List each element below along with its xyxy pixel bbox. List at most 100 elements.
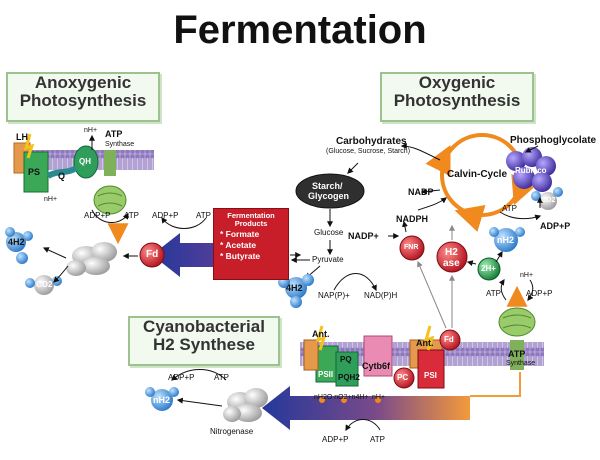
- section-oxygenic-line2: Photosynthesis: [393, 90, 521, 110]
- light-bolt-icon: [23, 133, 35, 159]
- label-ant-left: Ant.: [312, 329, 330, 339]
- label-ant-right: Ant.: [416, 338, 434, 348]
- section-oxygenic: Oxygenic Photosynthesis: [380, 72, 534, 122]
- label-adp-p-left2: ADP+P: [152, 211, 179, 220]
- label-napp: NAP(P)+: [318, 291, 350, 300]
- label-pc: PC: [397, 373, 409, 382]
- label-ps: PS: [28, 167, 41, 177]
- label-synthase-right: Synthase: [506, 360, 536, 367]
- label-water-equation: nH2O nO2+n4H+: [314, 394, 369, 401]
- fermentation-products-heading: Fermentation Products: [227, 211, 275, 229]
- label-4h2-left: 4H2: [8, 237, 25, 247]
- proton-2h-node: [477, 257, 501, 281]
- label-pyruvate: Pyruvate: [312, 255, 344, 264]
- label-4h2-middle: 4H2: [286, 283, 303, 293]
- label-nadp: NADP: [408, 187, 434, 197]
- label-adp-p-right: ADP+P: [526, 289, 553, 298]
- label-atp-right: ATP: [486, 289, 501, 298]
- fnr-node: [399, 235, 425, 261]
- label-nitrogenase: Nitrogenase: [210, 427, 254, 436]
- label-nh2-bottom: nH2: [153, 395, 171, 405]
- ps-protein: [23, 151, 49, 193]
- label-adp-p-bottom: ADP+P: [168, 373, 195, 382]
- label-qh: QH: [79, 157, 91, 166]
- atp-synthase-left-head: [93, 185, 127, 215]
- h2-cluster-bottom: [145, 387, 179, 411]
- electron-flow-arrow-bottom: [262, 386, 470, 430]
- fermentation-products-box: Fermentation Products * Formate * Acetat…: [213, 208, 289, 280]
- label-fd-left: Fd: [146, 249, 159, 260]
- product-formate: * Formate: [220, 228, 260, 239]
- label-q: Q: [58, 171, 66, 181]
- label-psi: PSI: [424, 371, 437, 380]
- label-atp-right-top: ATP: [502, 204, 517, 213]
- label-pq: PQ: [340, 355, 352, 364]
- label-glucose: Glucose: [314, 228, 344, 237]
- section-cyanobacterial-line2: H2 Synthese: [152, 334, 256, 354]
- label-glycogen: Glycogen: [308, 191, 350, 201]
- label-atp-bottom2: ATP: [370, 435, 385, 444]
- label-lh: LH: [16, 132, 28, 142]
- label-cytb6f: Cytb6f: [362, 361, 391, 371]
- label-co2-right: CO2: [541, 197, 556, 204]
- product-acetate: * Acetate: [220, 239, 257, 250]
- section-anoxygenic-line2: Photosynthesis: [19, 90, 147, 110]
- label-nh2-right: nH2: [497, 235, 515, 245]
- label-2h: 2H+: [481, 264, 496, 273]
- label-atp-left-product: ATP: [124, 211, 139, 220]
- label-h2ase-1: H2: [445, 247, 458, 258]
- h2ase-node: [436, 241, 468, 273]
- label-psii: PSII: [318, 370, 334, 379]
- starch-glycogen-node: [295, 173, 365, 209]
- cytb6f-complex: [363, 335, 393, 377]
- atp-synthase-left-stalk: [104, 150, 116, 176]
- label-h2ase-2: ase: [443, 258, 460, 269]
- label-pqh2: PQH2: [338, 373, 360, 382]
- label-nadph-pair: NAD(P)H: [364, 291, 398, 300]
- atp-synthase-right-stalk: [510, 340, 524, 370]
- label-calvin-cycle: Calvin-Cycle: [447, 169, 508, 180]
- section-oxygenic-line1: Oxygenic: [418, 73, 496, 92]
- label-carbohydrates-sub: (Glucose, Sucrose, Starch): [326, 148, 411, 155]
- label-atp-left: ATP: [105, 129, 123, 139]
- label-adp-p-left: ADP+P: [84, 211, 111, 220]
- fd-left: [139, 242, 165, 268]
- label-co2-left: CO2: [36, 280, 53, 289]
- product-butyrate: * Butyrate: [220, 251, 261, 262]
- label-fd-bottom: Fd: [444, 335, 454, 344]
- section-anoxygenic: Anoxygenic Photosynthesis: [6, 72, 160, 122]
- label-rubisco: Rubisco: [515, 166, 547, 175]
- label-atp-left2: ATP: [196, 211, 211, 220]
- label-starch: Starch/: [312, 181, 343, 191]
- hydrogenase-cluster-left: [66, 242, 117, 276]
- section-cyanobacterial: Cyanobacterial H2 Synthese: [128, 316, 280, 366]
- q-shuttle: [46, 165, 78, 179]
- section-anoxygenic-line1: Anoxygenic: [34, 73, 132, 92]
- label-fnr: FNR: [404, 244, 419, 251]
- label-atp-synthase-right: ATP: [508, 349, 526, 359]
- label-nh-right: nH+: [520, 272, 534, 279]
- qh-protein: [73, 145, 99, 179]
- label-nh-top-left: nH+: [84, 127, 98, 134]
- pc-node: [393, 367, 415, 389]
- section-cyanobacterial-line1: Cyanobacterial: [143, 317, 265, 336]
- label-nadph: NADPH: [396, 214, 429, 224]
- label-adp-p-bottom2: ADP+P: [322, 435, 349, 444]
- label-nh-bottom: nH+: [372, 394, 386, 401]
- fd-bottom: [439, 329, 461, 351]
- h2-cluster-right: [489, 227, 525, 252]
- label-carbohydrates: Carbohydrates: [336, 136, 407, 147]
- label-nh-bottom-left: nH+: [44, 196, 58, 203]
- h2-cluster-left: [5, 227, 33, 264]
- label-adp-p-right-top: ADP+P: [540, 221, 571, 231]
- label-phosphoglycolate: Phosphoglycolate: [510, 135, 597, 146]
- label-atp-bottom: ATP: [214, 373, 229, 382]
- label-nadp-plus: NADP+: [348, 231, 379, 241]
- pq-complex: [335, 351, 359, 387]
- atp-synthase-right-head: [498, 307, 536, 337]
- psi-complex: [417, 349, 445, 389]
- nitrogenase-cluster: [223, 388, 268, 422]
- page-title: Fermentation: [173, 8, 427, 52]
